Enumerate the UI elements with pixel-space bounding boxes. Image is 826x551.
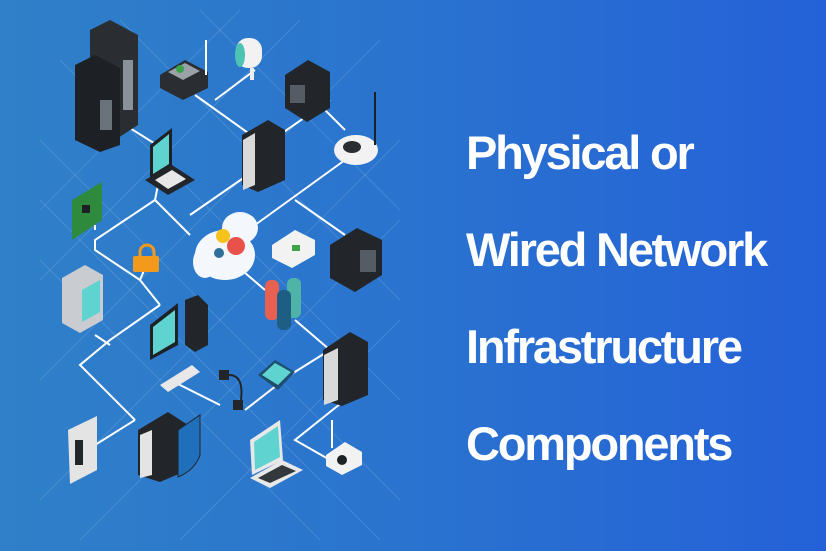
- modem-icon: [272, 230, 315, 268]
- headline-line-4: Components: [466, 417, 733, 470]
- storage-box-icon: [285, 60, 330, 122]
- router-icon: [160, 40, 208, 100]
- padlock-icon: [133, 243, 159, 272]
- server-rack-icon: [323, 332, 368, 406]
- headline: Physical or Wired Network Infrastructure…: [466, 104, 768, 492]
- network-illustration: [62, 20, 382, 488]
- circuit-board-icon: [72, 182, 102, 240]
- headline-line-1: Physical or: [466, 126, 695, 179]
- document-icon: [68, 416, 97, 484]
- security-camera-icon: [235, 38, 262, 80]
- database-icon: [265, 278, 301, 330]
- webcam-icon: [326, 420, 362, 475]
- headline-line-3: Infrastructure: [466, 320, 743, 373]
- server-rack-icon: [75, 20, 138, 152]
- headline-line-2: Wired Network: [466, 223, 768, 276]
- desktop-computer-icon: [150, 295, 208, 392]
- laptop-icon: [250, 420, 303, 488]
- wifi-router-icon: [334, 92, 378, 165]
- shield-server-icon: [138, 412, 201, 482]
- atm-terminal-icon: [62, 265, 103, 333]
- network-cable-icon: [219, 370, 243, 410]
- smartphone-icon: [258, 360, 295, 390]
- server-rack-icon: [242, 120, 285, 192]
- cloud-gears-icon: [193, 212, 258, 280]
- laptop-icon: [145, 128, 195, 195]
- storage-box-icon: [330, 228, 382, 292]
